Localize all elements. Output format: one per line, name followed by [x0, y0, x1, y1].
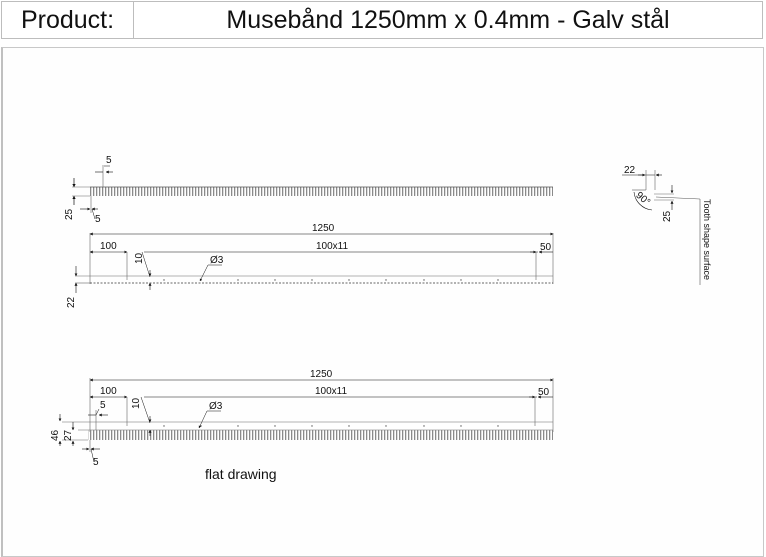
flat-dim-length: 1250	[310, 369, 333, 380]
top-dim-height: 22	[66, 296, 77, 308]
detail-dim-angle: 90°	[633, 190, 652, 208]
flat-hole-marks	[163, 425, 499, 427]
detail-callout: Tooth shape surface	[702, 199, 712, 280]
flat-dim-tooth-height: 27	[63, 429, 74, 441]
product-header: Product: Musebånd 1250mm x 0.4mm - Galv …	[1, 1, 763, 39]
product-label: Product:	[2, 2, 134, 38]
flat-view: 1250 100 100x11 50 10 Ø3	[50, 369, 554, 482]
flat-dim-width: 5	[93, 457, 99, 468]
side-dim-width: 5	[95, 214, 101, 225]
flat-dim-end: 50	[538, 387, 550, 398]
flat-dim-hole-spacing: 100x11	[315, 386, 348, 397]
top-dim-length: 1250	[312, 223, 335, 234]
flat-teeth-strip	[88, 430, 553, 440]
top-view: 1250 100 100x11 50 10 Ø3	[66, 223, 554, 308]
detail-dim-height: 25	[662, 210, 673, 222]
drawing-canvas	[1, 47, 764, 557]
detail-view: 22 25 90° Tooth shape surface	[622, 165, 712, 285]
flat-dim-first-hole: 100	[100, 386, 117, 397]
flat-dim-pitch: 5	[100, 400, 106, 411]
product-name: Musebånd 1250mm x 0.4mm - Galv stål	[226, 5, 670, 34]
flat-dim-total-height: 46	[50, 429, 61, 441]
flat-caption: flat drawing	[205, 466, 277, 482]
side-view: 25 5 5	[64, 155, 553, 225]
top-dim-first-hole: 100	[100, 241, 117, 252]
flat-dim-hole-offset: 10	[131, 397, 142, 409]
top-dim-hole-offset: 10	[134, 252, 145, 264]
top-dim-hole-diameter: Ø3	[210, 255, 224, 266]
top-dim-hole-spacing: 100x11	[316, 241, 349, 252]
side-dim-height: 25	[64, 208, 75, 220]
teeth-strip	[90, 187, 553, 196]
detail-dim-width: 22	[624, 165, 636, 176]
side-dim-pitch: 5	[106, 155, 112, 166]
top-dim-end: 50	[540, 242, 552, 253]
flat-dim-hole-diameter: Ø3	[209, 401, 223, 412]
hole-marks	[163, 279, 499, 281]
